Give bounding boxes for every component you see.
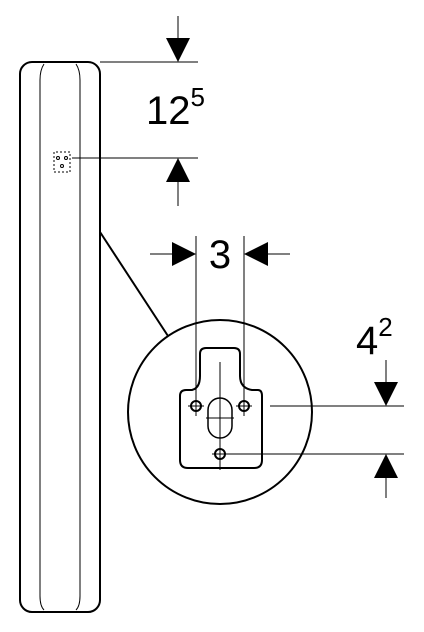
bracket-plate: [179, 347, 263, 469]
hole-offset-value: 42: [356, 312, 393, 363]
panel-outline: [19, 61, 101, 613]
plate-centerlines: [188, 362, 252, 470]
detail-circle: [127, 319, 313, 505]
panel-side-view: [19, 61, 101, 613]
detail-leader-line: [99, 231, 169, 337]
slot-width-value: 3: [209, 233, 231, 277]
hole-lower-arrowhead: [374, 454, 398, 478]
slot-width-dimension: 3: [150, 233, 290, 400]
lower-arrowhead: [166, 158, 190, 182]
upper-arrowhead: [166, 38, 190, 62]
hole-offset-dimension: 42: [224, 312, 404, 498]
top-offset-dimension: 125: [72, 16, 205, 206]
panel-inner-left-edge: [39, 63, 45, 611]
bracket-symbol: [53, 151, 71, 173]
slot-left-arrowhead: [172, 242, 196, 266]
plate-outline: [179, 347, 263, 469]
top-offset-value: 125: [146, 82, 205, 133]
hole-upper-arrowhead: [374, 382, 398, 406]
panel-inner-right-edge: [75, 63, 81, 611]
slot-right-arrowhead: [244, 242, 268, 266]
